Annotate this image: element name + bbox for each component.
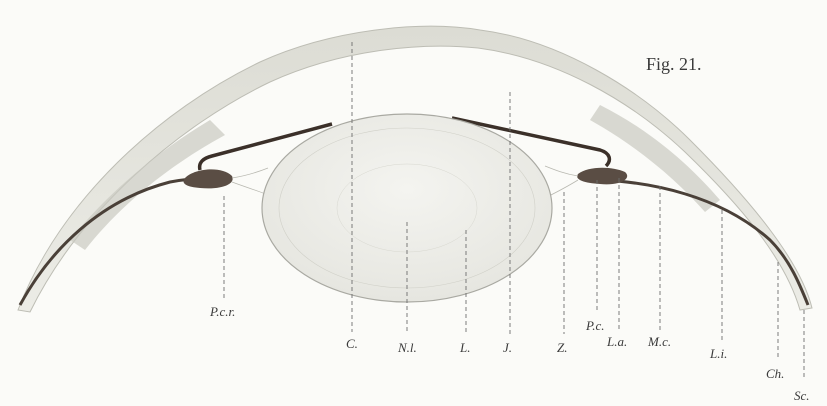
label-nl: N.l.: [397, 340, 417, 355]
label-la: L.a.: [606, 334, 627, 349]
ciliary-body-left: [183, 169, 232, 188]
label-sc: Sc.: [794, 388, 810, 403]
label-j: J.: [503, 340, 512, 355]
label-l: L.: [459, 340, 470, 355]
ciliary-body-right: [577, 168, 627, 185]
label-pcr: P.c.r.: [209, 304, 235, 319]
label-pc: P.c.: [585, 318, 605, 333]
label-z: Z.: [557, 340, 567, 355]
label-mc: M.c.: [647, 334, 671, 349]
label-c: C.: [346, 336, 358, 351]
label-li: L.i.: [709, 346, 727, 361]
figure-title: Fig. 21.: [646, 54, 702, 74]
label-ch: Ch.: [766, 366, 784, 381]
